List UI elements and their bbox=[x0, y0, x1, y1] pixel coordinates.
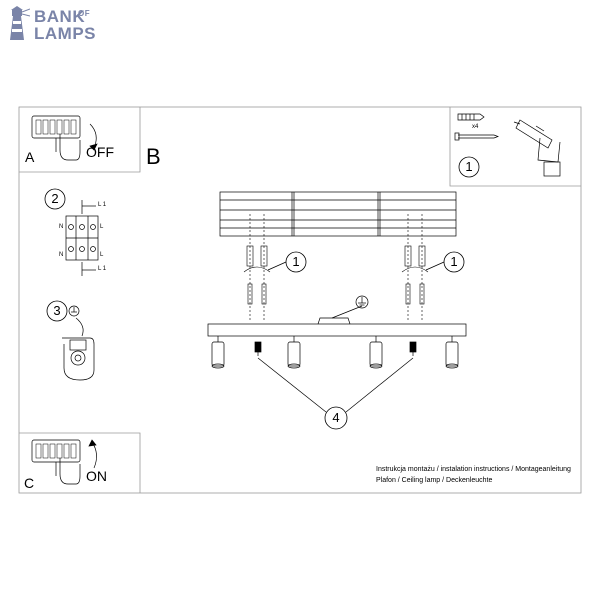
step-3-circle bbox=[46, 300, 68, 322]
step-1-left-number: 1 bbox=[292, 254, 300, 269]
mounting-screws-left bbox=[243, 214, 271, 320]
lighthouse-icon bbox=[4, 6, 31, 42]
bulb-icon bbox=[254, 341, 262, 356]
panel-c-box bbox=[19, 432, 141, 493]
step-1-right-number: 1 bbox=[450, 254, 458, 269]
wire-label-l1-bottom: L 1 bbox=[98, 266, 107, 272]
mounting-screws-right bbox=[401, 214, 429, 320]
ceiling-block bbox=[219, 191, 457, 237]
wall-plug-icon bbox=[457, 113, 485, 121]
terminal-block-icon bbox=[65, 200, 99, 276]
lamp-bar bbox=[207, 305, 467, 337]
wire-label-n-left: N bbox=[59, 224, 64, 230]
wire-label-l1-top: L 1 bbox=[98, 202, 107, 208]
panel-a-letter: A bbox=[25, 149, 35, 165]
brand-logo: BANK OF LAMPS bbox=[4, 6, 114, 43]
switchboard-on-icon bbox=[31, 439, 97, 485]
panel-a-box bbox=[19, 107, 141, 173]
step-1-right-circle bbox=[443, 251, 465, 273]
step-2-number: 2 bbox=[51, 191, 59, 206]
panel-b-letter: B bbox=[146, 144, 161, 169]
wire-label-l-bottom: L bbox=[100, 252, 104, 258]
switchboard-off-icon bbox=[31, 115, 98, 161]
diagram-frame bbox=[18, 106, 582, 494]
brand-name-line2: LAMPS bbox=[34, 24, 96, 43]
panel-tools-box bbox=[449, 107, 581, 187]
bulb-icon bbox=[409, 341, 417, 356]
panel-c-on-label: ON bbox=[86, 468, 107, 484]
screw-icon bbox=[454, 132, 499, 141]
step-1-tools-circle bbox=[458, 156, 480, 178]
wire-label-l-right: L bbox=[100, 224, 104, 230]
brand-name-of: OF bbox=[78, 9, 91, 18]
step-1-tools-number: 1 bbox=[465, 159, 473, 174]
step-3-number: 3 bbox=[53, 303, 61, 318]
screw-quantity-label: x4 bbox=[472, 124, 479, 130]
footer-product-type: Plafon / Ceiling lamp / Deckenleuchte bbox=[376, 477, 493, 484]
step-2-circle bbox=[44, 188, 66, 210]
step-4-number: 4 bbox=[332, 410, 340, 425]
drill-icon bbox=[513, 119, 561, 177]
spotlight bbox=[287, 336, 301, 369]
wire-label-n-bottom: N bbox=[59, 252, 64, 258]
spotlight bbox=[211, 336, 225, 369]
footer-instructions-title: Instrukcja montażu / instalation instruc… bbox=[376, 466, 571, 473]
ground-symbol-icon bbox=[355, 295, 369, 309]
step-4-circle bbox=[324, 406, 348, 430]
panel-a-off-label: OFF bbox=[86, 144, 114, 160]
spotlight bbox=[445, 336, 459, 369]
spotlight bbox=[369, 336, 383, 369]
panel-c-letter: C bbox=[24, 475, 35, 491]
brand-name-line1: BANK bbox=[34, 7, 86, 26]
ground-terminal-icon bbox=[62, 305, 95, 381]
step-1-left-circle bbox=[285, 251, 307, 273]
